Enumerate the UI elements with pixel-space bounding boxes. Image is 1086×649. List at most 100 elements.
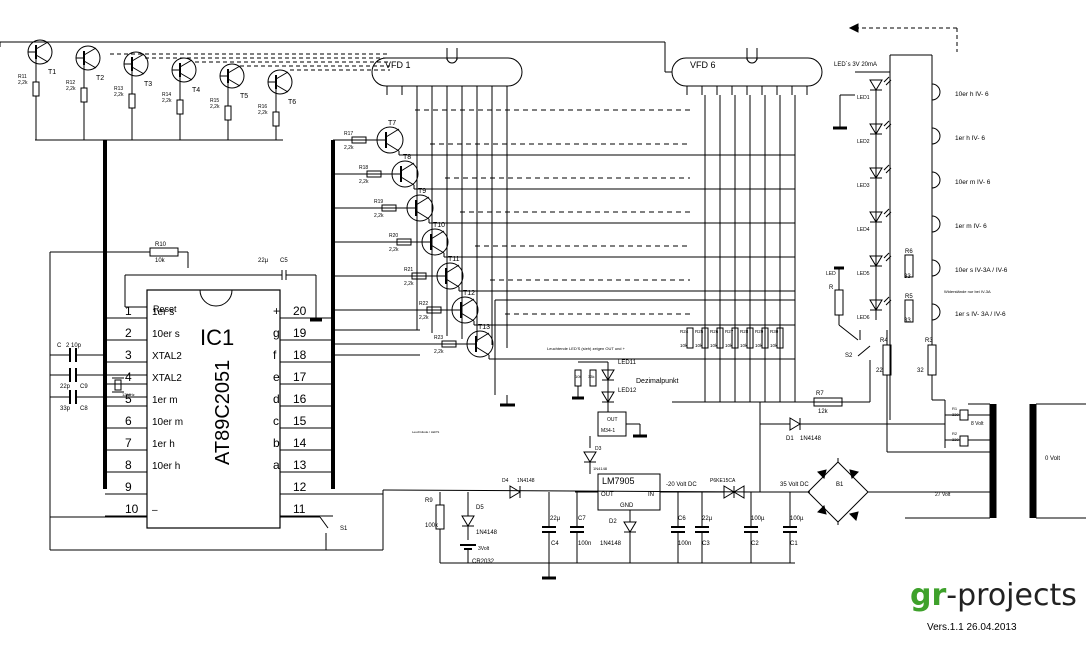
filament-coil [931, 127, 941, 145]
transistor-collector [445, 264, 460, 274]
brand-projects: -projects [946, 578, 1077, 613]
c9-value: 22p [60, 384, 71, 390]
led-label: LED4 [857, 227, 870, 233]
r7-value: 12k [818, 409, 829, 415]
ic-left-pin-number: 4 [125, 370, 132, 384]
transistor-emitter [445, 278, 460, 288]
base-resistor [272, 111, 280, 127]
led-symbol [869, 211, 883, 223]
regulator-gnd: GND [620, 503, 634, 509]
ic-right-pin-label: b [273, 436, 280, 450]
volt-27-label: 27 Volt [935, 492, 951, 498]
ic-left-pin-number: 7 [125, 436, 132, 450]
d4-value: 1N4148 [517, 478, 535, 484]
led-label: LED1 [857, 95, 870, 101]
ic-left-pin-label: 10er m [152, 417, 183, 428]
led-rays [883, 252, 892, 262]
resistor-value: 2,2k [359, 179, 369, 185]
resistor-value: 2,2k [210, 104, 220, 110]
transistor-label: T1 [48, 69, 56, 76]
pullup-label: R27 [725, 329, 734, 334]
transistor-emitter [475, 346, 490, 356]
ic-reset-label: Reset [153, 304, 177, 314]
ic-left-pin-number: 1 [125, 304, 132, 318]
b1-label: B1 [836, 482, 844, 488]
resistor-label: R13 [114, 86, 123, 92]
transistor-collector [35, 41, 49, 50]
led-symbol [869, 79, 883, 91]
pullup-value: 10k [740, 343, 748, 348]
resistor-value: 2,2k [162, 98, 172, 104]
tube-label: 10er m IV- 6 [955, 179, 991, 186]
transistor-label: T4 [192, 87, 200, 94]
transistor-label: T6 [288, 99, 296, 106]
quartz-label: 12MHz [122, 392, 135, 397]
s1-label: S1 [340, 526, 348, 532]
r4-value: 22 [876, 368, 883, 374]
transistor-emitter [430, 244, 445, 254]
ic-right-pin-number: 12 [293, 480, 307, 494]
resistor-value: 2,2k [114, 92, 124, 98]
tube-label: 1er h IV- 6 [955, 135, 985, 142]
led-symbol [869, 299, 883, 311]
note-mid: Leuchtdiode / LED'S [412, 430, 439, 434]
ic-left-pin-number: 2 [125, 326, 132, 340]
pullup-resistor [716, 327, 724, 349]
resistor-label: R11 [18, 74, 27, 80]
transistor-collector [400, 162, 415, 172]
pullup-resistor [776, 327, 784, 349]
resistor-value: 2,2k [404, 281, 414, 287]
base-resistor [32, 81, 40, 97]
ic-left-pin-label: XTAL2 [152, 351, 182, 362]
tube-label: 1er s IV- 3A / IV-6 [955, 311, 1006, 318]
transistor-emitter [385, 142, 400, 152]
ic-left-pin-label: XTAL2 [152, 373, 182, 384]
m34-label: M34-1 [601, 428, 615, 434]
d5-label: D5 [476, 505, 484, 511]
transistor-collector [430, 230, 445, 240]
ic-left-pin-label: – [152, 505, 158, 516]
pullup-label: R24 [680, 329, 689, 334]
r4-label: R4 [880, 338, 888, 344]
transistor-emitter [400, 176, 415, 186]
c2-label: C2 [751, 541, 759, 547]
r2-value: 330 [952, 437, 959, 442]
d2-value: 1N4148 [600, 541, 622, 547]
pullup-label: R29 [755, 329, 764, 334]
r9-value: 100k [425, 523, 439, 529]
r7-label: R7 [816, 391, 824, 397]
ic-name: IC1 [200, 325, 234, 350]
pullup-value: 10k [770, 343, 778, 348]
c1-value: 100µ [790, 516, 804, 522]
c6-label: C6 [678, 516, 686, 522]
pullup-value: 10k [725, 343, 733, 348]
ic-right-pin-label: g [273, 326, 280, 340]
c-label: C [57, 343, 62, 349]
filament-coil [931, 171, 941, 189]
resistor-label: R22 [419, 301, 428, 307]
r10-value: 10k [155, 258, 166, 264]
resistor-label: R23 [434, 335, 443, 341]
led11-label: LED11 [618, 360, 637, 366]
note-leds: Leuchtende LED'S (sieh) zeigen OUT und + [547, 346, 626, 351]
pullup-resistor [746, 327, 754, 349]
pullup-resistor [686, 327, 694, 349]
transistor-label: T11 [448, 256, 460, 263]
pullup-resistor [761, 327, 769, 349]
resistor-label: R21 [404, 267, 413, 273]
transistor-collector [179, 59, 193, 68]
ic-right-pin-number: 15 [293, 414, 307, 428]
resistor-label: R16 [258, 104, 267, 110]
base-resistor [128, 93, 136, 109]
ic-right-pin-number: 17 [293, 370, 307, 384]
pullup-label: R28 [740, 329, 749, 334]
transistor-emitter [415, 210, 430, 220]
c8-label: C8 [80, 406, 88, 412]
leds-header: LED´s 3V 20mA [834, 62, 877, 68]
c5-label: C5 [280, 258, 288, 264]
ic-right-pin-label: e [273, 370, 280, 384]
led-rays [883, 208, 892, 218]
resistor-value: 2,2k [258, 110, 268, 116]
regulator-in: IN [648, 492, 654, 498]
transistor-label: T12 [463, 290, 475, 297]
